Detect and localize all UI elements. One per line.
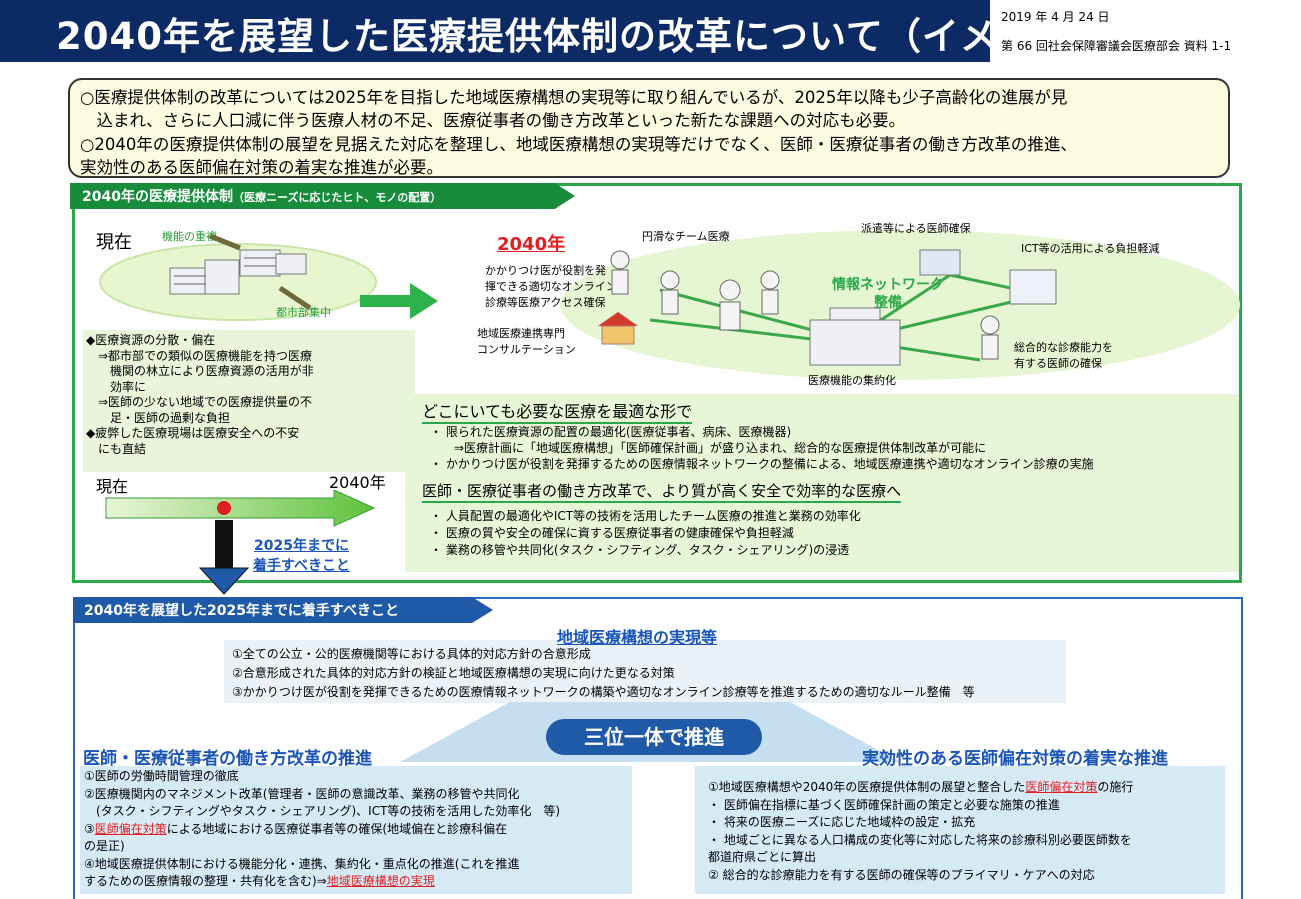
problems-list: ◆医療資源の分散・偏在 ⇒都市部での類似の医療機能を持つ医療 機関の林立により医… xyxy=(86,333,314,456)
hospital-icon xyxy=(809,307,901,366)
document-source: 第 66 回社会保障審議会医療部会 資料 1-1 xyxy=(1001,39,1232,53)
optimal-care-heading: どこにいても必要な医療を最適な形で xyxy=(422,398,693,424)
trinity-badge: 三位一体で推進 xyxy=(546,719,762,755)
building-icon xyxy=(919,249,961,276)
physician-maldistribution-heading: 実効性のある医師偏在対策の着実な推進 xyxy=(862,749,1168,769)
network-label: 情報ネットワーク整備 xyxy=(832,277,944,311)
title-banner xyxy=(0,0,990,62)
maldistribution-link[interactable]: 医師偏在対策 xyxy=(1025,780,1098,794)
urban-label: 都市部集中 xyxy=(276,306,331,319)
concentration-label: 医療機能の集約化 xyxy=(808,374,896,387)
intro-line: 実効性のある医師偏在対策の着実な推進が必要。 xyxy=(80,158,443,177)
vision-box xyxy=(224,640,1066,703)
intro-box: ○医療提供体制の改革については2025年を目指した地域医療構想の実現等に取り組ん… xyxy=(68,78,1230,178)
section-by-2025 xyxy=(73,597,1243,899)
maldistribution-box xyxy=(695,766,1225,894)
workstyle-heading: 医師・医療従事者の働き方改革で、より質が高く安全で効率的な医療へ xyxy=(422,480,902,503)
timeline-arrow xyxy=(105,490,376,595)
online-access-label: かかりつけ医が役割を発揮できる適切なオンライン診療等医療アクセス確保 xyxy=(485,264,617,309)
header: 2040年を展望した医療提供体制の改革について（イメージ） 2019 年 4 月… xyxy=(0,0,1301,62)
tab-main-text: 2040年の医療提供体制 xyxy=(82,189,233,205)
dispatch-label: 派遣等による医師確保 xyxy=(861,222,971,235)
hospital-icon xyxy=(169,249,307,295)
house-icon xyxy=(598,312,638,345)
page-title: 2040年を展望した医療提供体制の改革について（イメージ） xyxy=(56,15,1112,58)
computer-icon xyxy=(1009,269,1057,305)
maldistribution-link[interactable]: 医師偏在対策 xyxy=(94,821,167,836)
consult-label: 地域医療連携専門コンサルテーション xyxy=(477,327,576,356)
regional-vision-link[interactable]: 地域医療構想の実現 xyxy=(326,874,435,888)
workstyle-reform-box xyxy=(80,766,632,894)
problems-box xyxy=(83,330,415,472)
arrow-icon xyxy=(278,285,312,311)
document-date: 2019 年 4 月 24 日 xyxy=(1001,10,1110,24)
general-doctor-label: 総合的な診療能力を有する医師の確保 xyxy=(1014,341,1113,370)
forward-arrow-icon xyxy=(360,283,438,319)
section-tab xyxy=(70,183,575,209)
intro-line: ○2040年の医療提供体制の展望を見据えた対応を整理し、地域医療構想の実現等だけ… xyxy=(80,135,1077,154)
intro-line: 込まれ、さらに人口減に伴う医療人材の不足、医療従事者の働き方改革といった新たな課… xyxy=(80,111,906,130)
network-illustration xyxy=(610,249,1057,366)
now-2025-marker xyxy=(217,501,231,515)
vision-heading: 地域医療構想の実現等 xyxy=(557,628,718,647)
doctor-icon xyxy=(610,250,1000,360)
current-hospitals-illustration xyxy=(99,233,377,321)
smooth-team-label: 円滑なチーム医療 xyxy=(642,230,730,243)
by-2025-link[interactable]: 2025年までに着手すべきこと xyxy=(253,538,351,574)
maldistribution-list: ①地域医療構想や2040年の医療提供体制の展望と整合した医師偏在対策の施行 ・ … xyxy=(708,780,1134,882)
workstyle-list: ・ 人員配置の最適化やICT等の技術を活用したチーム医療の推進と業務の効率化・ … xyxy=(430,509,861,557)
year-2040-label: 2040年 xyxy=(497,234,566,255)
timeline-2040-label: 2040年 xyxy=(329,473,386,492)
timeline-now-label: 現在 xyxy=(96,477,129,496)
section-tab-label: 2040年を展望した2025年までに着手すべきこと xyxy=(84,603,399,619)
arrow-icon xyxy=(209,233,241,251)
ict-label: ICT等の活用による負担軽減 xyxy=(1021,242,1160,255)
tab-sub-text: （医療ニーズに応じたヒト、モノの配置） xyxy=(232,191,442,204)
section-tab-label: 2040年の医療提供体制（医療ニーズに応じたヒト、モノの配置） xyxy=(82,186,441,206)
optimal-care-list: ・ 限られた医療資源の配置の最適化(医療従事者、病床、医療機器) ⇒医療計画に「… xyxy=(430,425,1094,471)
workstyle-reform-heading: 医師・医療従事者の働き方改革の推進 xyxy=(83,749,372,769)
now-label: 現在 xyxy=(96,232,132,253)
overlap-label: 機能の重複 xyxy=(162,230,217,243)
section-tab xyxy=(73,597,493,623)
workstyle-reform-list: ①医師の労働時間管理の徹底 ②医療機関内のマネジメント改革(管理者・医師の意識改… xyxy=(84,769,561,888)
intro-line: ○医療提供体制の改革については2025年を目指した地域医療構想の実現等に取り組ん… xyxy=(80,88,1068,107)
